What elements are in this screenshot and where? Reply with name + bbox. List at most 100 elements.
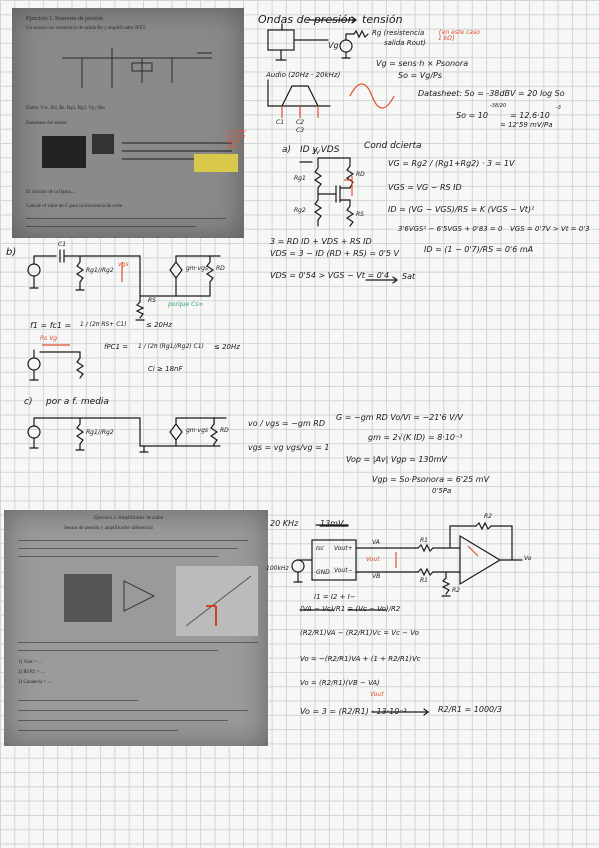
eq-kvl: 3 = RD ID + VDS + RS ID [270, 237, 372, 246]
photo-line-3: Datos: Vcc, Rd, Rs, Rg1, Rg2, Vp, Idss [26, 106, 106, 111]
b-small-signal [27, 249, 221, 321]
so-res: = 12.6·10 [510, 111, 550, 120]
photo2-text-line [18, 710, 248, 711]
photo2-subtitle: Sensor de presión y amplificador diferen… [64, 526, 153, 531]
photo-table-line [122, 142, 232, 144]
d-eq-4: Vo = (R2/R1)(VB − VA) [300, 679, 380, 687]
d-i-eq: I1 = I2 + I− [314, 593, 356, 601]
photo-exercise-1: Ejercicio 1. Sensores de presión Un sens… [12, 8, 244, 238]
c-gm-eq: gm = 2√(K ID) = 8·10⁻³ [368, 433, 463, 442]
part-b-label: b) [6, 247, 17, 258]
notes-title: Ondas de presión [258, 13, 355, 26]
photo-line-4: Datasheet del sensor [26, 121, 68, 126]
jfet-circuit [313, 157, 355, 227]
b-f1-frac: 1 / (2π RS+ C1) [80, 321, 127, 328]
photo-circuit-diagram [62, 48, 212, 88]
c-vop-eq: Vop = |Av| Vgp = 130mV [346, 455, 447, 464]
d-r2-label: R2 [484, 513, 492, 520]
d-va-label: VA [372, 539, 380, 546]
sensor-box-diagram [267, 23, 329, 61]
part-c-title: por a f. media [46, 397, 109, 407]
d-eq-5: Vo = 3 = (R2/R1) · 13·10⁻³ [300, 707, 407, 716]
eq-id: ID = (VG − VGS)/RS = K (VGS − Vt)² [388, 205, 535, 214]
so-eq: So = Vg/Ps [398, 71, 442, 80]
c-vgp-eq: Vgp = So·Psonora = 6'25 mV [372, 475, 490, 484]
waveform-label-2: C2 [296, 119, 305, 126]
photo2-list-3: 3) Ganancia = ... [18, 680, 52, 685]
d-box-isc: Isc [316, 545, 325, 552]
photo-line-5: El circuito de la figura... [26, 190, 75, 195]
part-a-title: ID y VDS [300, 145, 340, 155]
c-gm-label: gm·vgs [186, 427, 209, 434]
photo-note-red: (no leer el valor de la secc.) [227, 129, 247, 150]
d-vb-label: VB [372, 573, 381, 580]
b-fc1-frac: 1 / (2π (Rg1//Rg2) C1) [138, 343, 204, 350]
waveform-label-1: C1 [276, 119, 285, 126]
b-f1: f1 = fc1 = [30, 321, 72, 330]
rs-note: Rg (resistencia [372, 29, 425, 37]
b-f1-res: ≤ 20Hz [146, 321, 172, 329]
rs-note-red: {en este caso 1 kΩ} [438, 29, 480, 42]
b-vgs-label: vgs [118, 261, 129, 268]
so-exp: -38/20 [490, 103, 507, 109]
rd-label: RD [356, 171, 365, 178]
rs-label: RS [356, 211, 364, 218]
d-src-label: 100kHz [266, 565, 289, 572]
c-rg-label: Rg1//Rg2 [86, 429, 114, 436]
rg2-label: Rg2 [294, 207, 306, 214]
d-eq-2: (R2/R1)VA − (R2/R1)Vc = Vc − Vo [300, 629, 419, 637]
vdd-label: 3V [312, 149, 320, 156]
eq-vgs-res: VGS = 0'7V > Vt = 0'3 [510, 225, 590, 233]
photo-chip-2 [92, 134, 114, 154]
eq-vgs: VGS = VG − RS ID [388, 183, 462, 192]
d-box-gnd: GND [316, 569, 330, 576]
d-freq: 20 KHz [270, 519, 299, 528]
audio-waveform [267, 79, 395, 118]
eq-sat-2: Sat [402, 272, 416, 281]
c-mid-freq-circuit [27, 417, 227, 453]
datasheet-eq: Datasheet: So = -38dBV = 20 log So [418, 89, 565, 98]
b-rs-note: porque Cs∞ [168, 301, 204, 308]
so-val: So = 10 [456, 111, 488, 120]
d-vout-red: Vout [366, 556, 380, 563]
photo2-text-line [18, 556, 218, 557]
photo2-text-line [18, 650, 218, 651]
diff-amp-circuit [291, 521, 523, 597]
b-rd-label: RD [216, 265, 225, 272]
photo-line-1: Ejercicio 1. Sensores de presión [26, 16, 103, 22]
photo2-text-line [18, 730, 178, 731]
photo2-text-line [18, 548, 238, 549]
c-rd-label: RD [220, 427, 229, 434]
c-vo-eq: vo / vgs = −gm RD [248, 419, 326, 428]
notes-title-arrow: tensión [362, 13, 403, 26]
b-rs-label: RS [148, 297, 156, 304]
eq-vg: VG = Rg2 / (Rg1+Rg2) · 3 = 1V [388, 159, 515, 168]
eq-id-res: ID = (1 − 0'7)/RS = 0'6 mA [424, 245, 534, 254]
photo-exercise-2: Ejercicio 2. Amplificador de audio Senso… [4, 510, 268, 746]
b-gm-label: gm·vgs [186, 265, 209, 272]
photo2-text-line [18, 700, 138, 701]
photo-line-6: Calcule el valor de C para la frecuencia… [26, 204, 123, 209]
rs-note-2: salida Rout) [384, 39, 426, 47]
d-r2-label-2: R2 [452, 587, 460, 594]
b-fc1-res: ≤ 20Hz [214, 343, 240, 351]
eq-quad: 3'6VGS² − 6'5VGS + 0'83 = 0 [398, 225, 503, 233]
part-a-label: a) [282, 145, 292, 155]
d-r1-label: R1 [420, 537, 428, 544]
so-units: = 12'59 mV/Pa [500, 121, 553, 129]
b-input-circuit [27, 344, 85, 381]
eq-vds: VDS = 3 − ID (RD + RS) = 0'5 V [270, 249, 400, 258]
photo-text-line [26, 218, 226, 219]
audio-label: Audio (20Hz - 20kHz) [266, 71, 341, 79]
d-r1-label-2: R1 [420, 577, 428, 584]
photo-table-line [122, 158, 232, 160]
source-resistor [339, 29, 369, 59]
photo-chip [42, 136, 86, 168]
d-vo-label: Vo [524, 555, 532, 562]
b-rg-label: Rg1//Rg2 [86, 267, 114, 274]
c-pres: 0'5Pa [432, 487, 452, 495]
photo2-list-1: 1) Vout = ... [18, 660, 42, 665]
rg1-label: Rg1 [294, 175, 306, 182]
